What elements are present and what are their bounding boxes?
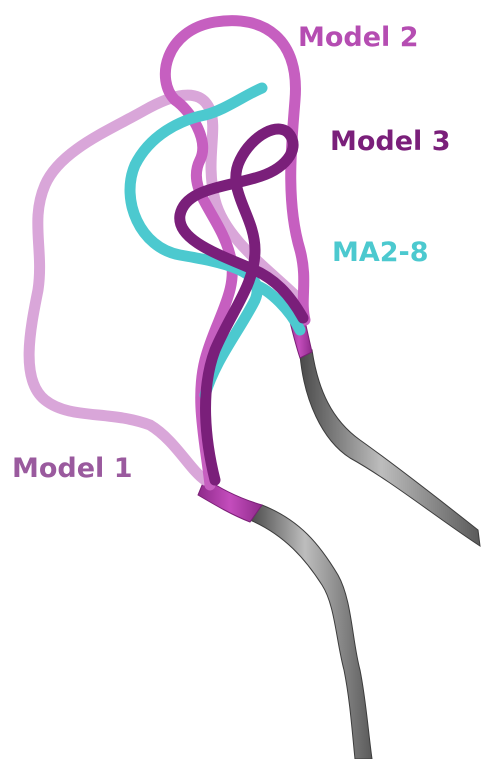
model3-label: Model 3 [330,128,451,155]
ma28-label: MA2-8 [332,239,429,266]
lower-gray-strand [250,505,372,759]
right-gray-strand [300,350,480,546]
model1-label: Model 1 [12,455,133,482]
model2-label: Model 2 [298,24,419,51]
